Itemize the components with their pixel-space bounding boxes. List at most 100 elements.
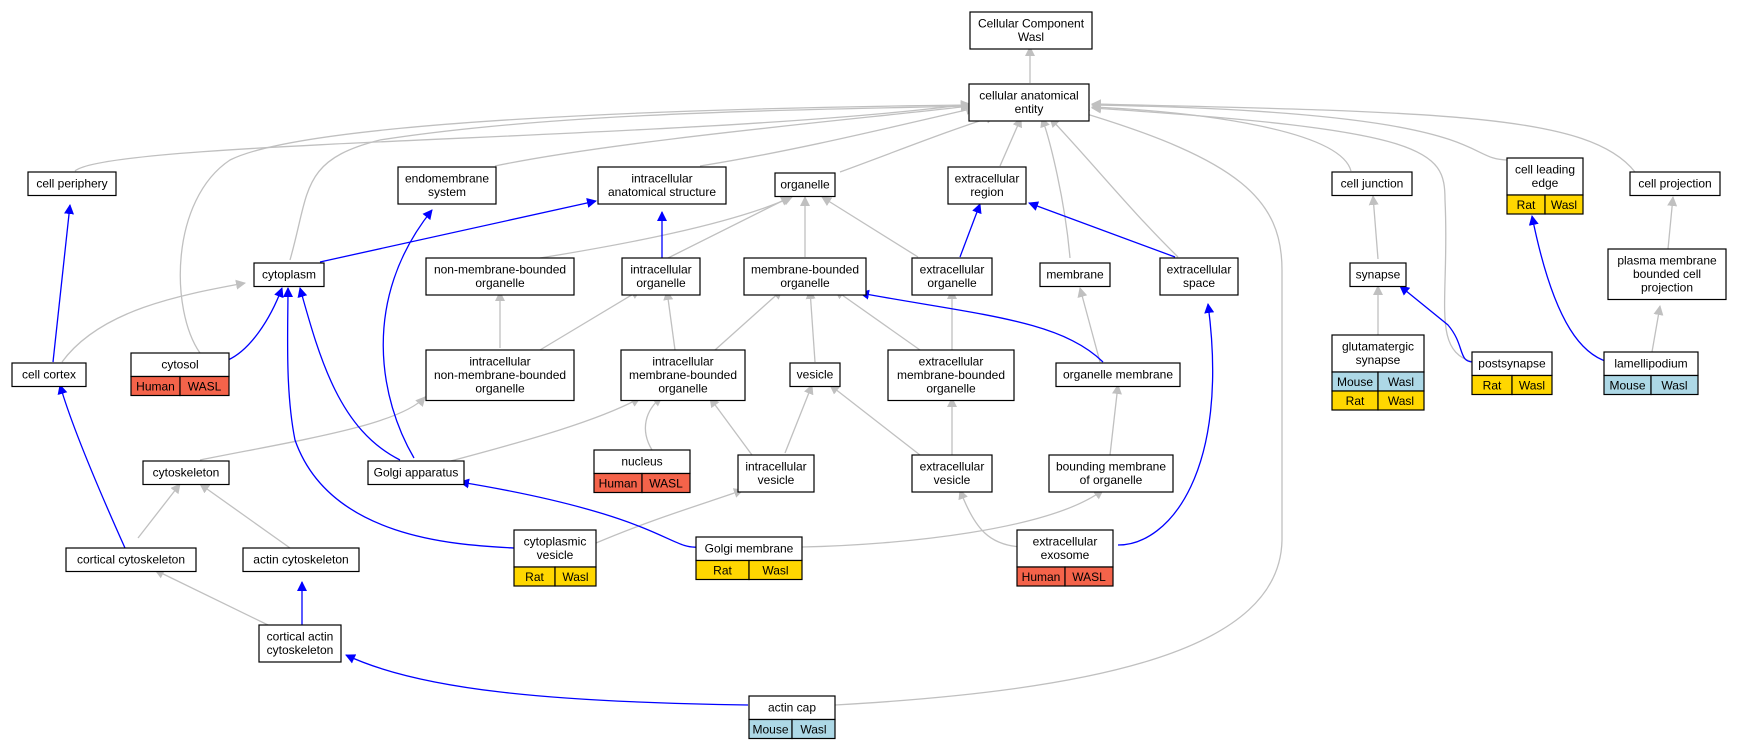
species-label: Wasl (1551, 198, 1577, 212)
node-exmbo-box (887, 349, 1015, 402)
species-cell (179, 375, 230, 397)
edge-inmbo-io (539, 289, 641, 351)
species-label: Wasl (1661, 379, 1687, 393)
node-label-line: of organelle (1080, 473, 1143, 487)
edge-cytves-iv (595, 488, 744, 544)
species-cell (1511, 374, 1553, 396)
node-label-line: organelle (780, 178, 830, 192)
node-ves-box (789, 362, 841, 388)
species-cell (554, 566, 597, 587)
node-cjunc-box (1331, 171, 1413, 197)
node-exo-box (911, 257, 993, 296)
node-ias-box (597, 166, 727, 205)
node-label-line: intracellular (652, 355, 713, 369)
node-io-box (621, 257, 701, 296)
node-label-line: Cellular Component (978, 17, 1085, 31)
node-ccor: cell cortex (11, 362, 87, 388)
node-root-box (969, 11, 1093, 50)
node-endo-box (397, 166, 497, 205)
node-label-line: cellular anatomical (979, 89, 1078, 103)
edge-cyto-cae (289, 101, 971, 261)
species-cell (791, 718, 836, 740)
node-label-line: extracellular (1167, 263, 1232, 277)
node-org-box (774, 172, 836, 198)
edge-golgi-imbo (446, 397, 641, 463)
edge-gmem-golgi (459, 478, 699, 548)
node-acsk-box (242, 547, 360, 573)
node-exsp-box (1159, 257, 1239, 296)
node-label-line: bounding membrane (1056, 460, 1166, 474)
node-label-line: membrane (1046, 268, 1104, 282)
node-imbo-box (620, 349, 746, 402)
node-label-line: non-membrane-bounded (434, 263, 566, 277)
node-label-line: organelle (636, 276, 686, 290)
node-exex-box (1016, 529, 1114, 568)
species-cell (1544, 194, 1584, 215)
edge-exmbo-mbo (834, 289, 921, 351)
node-label-line: vesicle (758, 473, 795, 487)
species-cell (1650, 374, 1699, 396)
node-label-line: region (970, 185, 1003, 199)
species-label: Rat (1517, 198, 1536, 212)
node-iv-box (737, 454, 815, 493)
node-label-line: organelle (658, 382, 708, 396)
node-label-line: cortical cytoskeleton (77, 553, 185, 567)
edge-ccor-cyto (61, 279, 246, 363)
species-label: Rat (525, 570, 544, 584)
edge-exreg-cae (999, 117, 1022, 167)
node-label-line: cytoplasmic (524, 535, 587, 549)
node-label-line: anatomical structure (608, 185, 716, 199)
edge-imbo-mbo (714, 289, 783, 351)
node-inmbo: intracellularnon-membrane-boundedorganel… (425, 349, 575, 402)
node-label-line: Golgi membrane (705, 542, 794, 556)
node-label-line: intracellular (745, 460, 806, 474)
node-label-line: membrane-bounded (751, 263, 859, 277)
node-glut-box (1331, 334, 1425, 373)
edge-syn-cjunc (1368, 195, 1379, 260)
node-label-line: edge (1532, 176, 1559, 190)
edge-ccor-cper (52, 204, 75, 363)
node-pmbcp-box (1607, 248, 1727, 301)
node-label-line: extracellular (919, 355, 984, 369)
node-label-line: entity (1015, 102, 1044, 116)
node-bmo-box (1048, 454, 1174, 493)
node-inmbo-box (425, 349, 575, 402)
edges (52, 46, 1678, 706)
node-cyto: cytoplasm (253, 262, 325, 288)
species-label: WASL (188, 380, 222, 394)
edge-golgi-cyto (297, 287, 401, 461)
node-label-line: extracellular (920, 460, 985, 474)
node-cysk-box (142, 460, 230, 486)
node-label-line: system (428, 185, 466, 199)
node-cper-box (27, 171, 117, 197)
node-label-line: organelle (475, 276, 525, 290)
species-label: Rat (713, 564, 732, 578)
species-label: Mouse (752, 723, 788, 737)
species-label: Wasl (1388, 375, 1414, 389)
node-label-line: cytosol (161, 358, 198, 372)
node-label-line: extracellular (1033, 535, 1098, 549)
node-syn: synapse (1349, 262, 1407, 288)
node-orgmem: organelle membrane (1055, 362, 1181, 388)
node-nmbo-box (425, 257, 575, 296)
node-mbo-box (743, 257, 867, 296)
species-label: Wasl (1388, 394, 1414, 408)
species-cell (1377, 390, 1425, 411)
edge-golgi-endo (382, 209, 433, 459)
node-label-line: Golgi apparatus (374, 466, 459, 480)
edge-exv-ves (829, 384, 921, 456)
node-label-line: cytoskeleton (267, 643, 334, 657)
node-ves: vesicle (789, 362, 841, 388)
